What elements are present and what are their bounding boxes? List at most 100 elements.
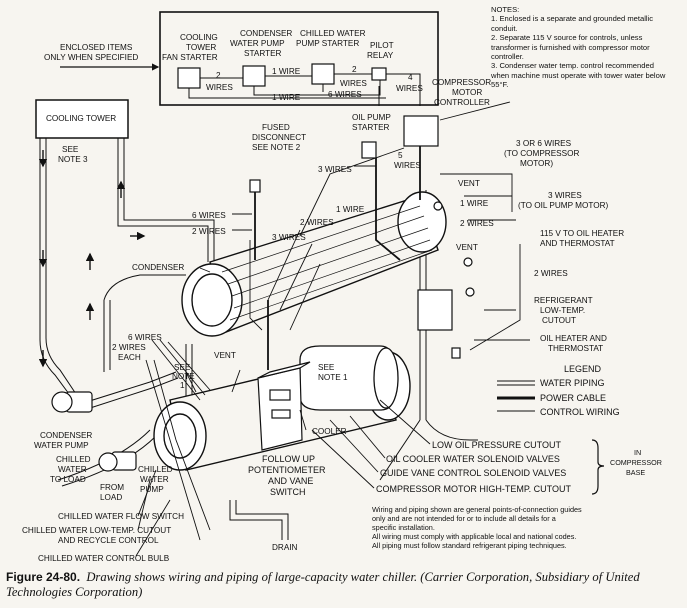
motor-high-temp-label: COMPRESSOR MOTOR HIGH-TEMP. CUTOUT <box>376 484 572 494</box>
condenser-tubes <box>221 205 433 321</box>
svg-text:2: 2 <box>352 65 357 74</box>
disclaimer-line-2: only and are not intended for or to incl… <box>372 514 556 523</box>
svg-text:4: 4 <box>408 73 413 82</box>
cooling-tower-label: COOLING TOWER <box>46 114 116 123</box>
svg-text:6 WIRES: 6 WIRES <box>328 90 362 99</box>
legend-power-cable: POWER CABLE <box>540 393 606 403</box>
disclaimer-line-5: All piping must follow standard refriger… <box>372 541 567 550</box>
condenser-water-pump-shape <box>51 391 93 413</box>
guide-vane-valves-label: GUIDE VANE CONTROL SOLENOID VALVES <box>380 468 566 478</box>
flow-switch-label: CHILLED WATER FLOW SWITCH <box>58 512 184 521</box>
three-wires-label: 3 WIRES <box>318 165 352 174</box>
legend-control-wiring: CONTROL WIRING <box>540 407 620 417</box>
two-wires-left-label: 2 WIRES <box>192 227 226 236</box>
vent-top-label: VENT <box>458 179 480 188</box>
notes-block: NOTES: 1. Enclosed is a separate and gro… <box>491 5 667 90</box>
disclaimer-line-4: All wiring must comply with applicable l… <box>372 532 577 541</box>
legend: LEGEND WATER PIPING POWER CABLE CONTROL … <box>540 364 620 417</box>
drain-label: DRAIN <box>272 543 298 552</box>
flow-arrows <box>38 150 146 368</box>
oil-system <box>249 115 475 359</box>
three-wires-mid-label: 3 WIRES <box>272 233 306 242</box>
chilled-water-pump-shape <box>98 451 137 472</box>
svg-text:WIRES: WIRES <box>206 83 233 92</box>
cooling-tower-box <box>35 99 129 139</box>
figure-caption: Figure 24-80. Drawing shows wiring and p… <box>6 570 684 600</box>
starter-wire-counts: 2 WIRES 1 WIRE 2 WIRES 1 WIRE 6 WIRES 4 … <box>206 65 423 102</box>
control-bulb-label: CHILLED WATER CONTROL BULB <box>38 554 170 563</box>
starter-wiring <box>188 73 421 106</box>
low-oil-pressure-label: LOW OIL PRESSURE CUTOUT <box>432 440 562 450</box>
two-wires-right-label: 2 WIRES <box>460 219 494 228</box>
leader-lines <box>135 267 431 557</box>
legend-samples <box>497 380 535 412</box>
figure-number: Figure 24-80. <box>6 570 81 584</box>
caption-text: Drawing shows wiring and piping of large… <box>6 570 640 599</box>
legend-water-piping: WATER PIPING <box>540 378 605 388</box>
condenser-label: CONDENSER <box>132 263 184 272</box>
cooler-label: COOLER <box>312 427 347 436</box>
vent-right-label: VENT <box>456 243 478 252</box>
note-3: 3. Condenser water temp. control recomme… <box>491 61 666 90</box>
compressor-base-bracket <box>591 439 605 495</box>
two-wires-mid-label: 2 WIRES <box>300 218 334 227</box>
cooling-tower-fan-starter-box <box>177 67 201 89</box>
three-wires-oil-pump-label: 3 WIRES(TO OIL PUMP MOTOR) <box>518 191 608 210</box>
disclaimer-block: Wiring and piping shown are general poin… <box>372 505 672 550</box>
svg-text:1 WIRE: 1 WIRE <box>272 67 301 76</box>
svg-text:WIRES: WIRES <box>396 84 423 93</box>
one-wire-right-label: 1 WIRE <box>460 199 489 208</box>
svg-text:1 WIRE: 1 WIRE <box>272 93 301 102</box>
svg-text:WIRES: WIRES <box>340 79 367 88</box>
enclosed-starters-box <box>159 11 439 106</box>
condenser-water-pump-starter-box <box>242 65 266 87</box>
svg-text:2: 2 <box>216 71 221 80</box>
one-wire-mid-label: 1 WIRE <box>336 205 365 214</box>
disclaimer-line-3: specific installation. <box>372 523 435 532</box>
control-wiring <box>145 101 530 541</box>
notes-title: NOTES: <box>491 5 520 14</box>
power-cables <box>254 146 421 370</box>
compressor-body <box>299 345 399 411</box>
pilot-relay-box <box>371 67 387 81</box>
note-1: 1. Enclosed is a separate and grounded m… <box>491 14 654 33</box>
chilled-water-pump-starter-box <box>311 63 335 85</box>
oil-cooler-valves-label: OIL COOLER WATER SOLENOID VALVES <box>386 454 560 464</box>
two-wires-far-right-label: 2 WIRES <box>534 269 568 278</box>
disclaimer-line-1: Wiring and piping shown are general poin… <box>372 505 582 514</box>
legend-title: LEGEND <box>564 364 602 374</box>
six-wires-left-label: 6 WIRES <box>192 211 226 220</box>
vent-lower-label: VENT <box>214 351 236 360</box>
note-2: 2. Separate 115 V source for controls, u… <box>491 33 650 62</box>
control-panel <box>257 361 311 451</box>
